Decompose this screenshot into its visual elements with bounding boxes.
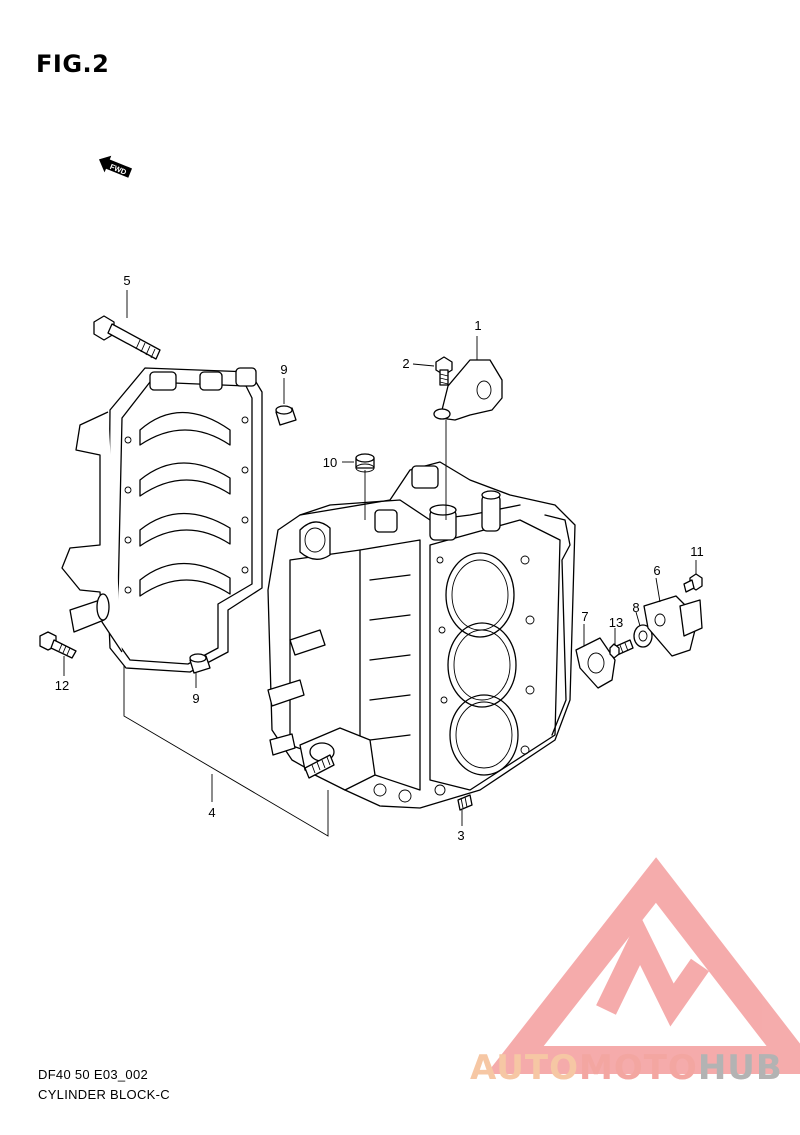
bolt-part-12 — [39, 631, 77, 659]
seal-part-8 — [633, 624, 653, 648]
callout-5: 5 — [123, 273, 130, 288]
watermark-hub: HUB — [697, 1048, 783, 1088]
callout-2: 2 — [402, 356, 409, 371]
bolt-part-13 — [609, 639, 634, 659]
gasket-part-7 — [575, 637, 616, 689]
bolt-part-5 — [93, 315, 161, 360]
callout-8: 8 — [632, 600, 639, 615]
bolt-part-2 — [435, 356, 453, 386]
crankcase-left-half — [61, 367, 263, 673]
callout-3: 3 — [457, 828, 464, 843]
cover-part-6 — [643, 595, 703, 657]
callout-4: 4 — [208, 805, 215, 820]
dowel-pin-part-9-upper — [275, 405, 297, 426]
callout-6: 6 — [653, 563, 660, 578]
fwd-arrow-icon: FWD — [99, 155, 133, 178]
callout-labels: 1 2 3 4 5 6 7 8 9 9 10 11 12 13 — [55, 273, 704, 843]
callout-12: 12 — [55, 678, 69, 693]
callout-1: 1 — [474, 318, 481, 333]
figure-title: FIG.2 — [36, 50, 110, 78]
callout-13: 13 — [609, 615, 623, 630]
callout-7: 7 — [581, 609, 588, 624]
callout-10: 10 — [323, 455, 337, 470]
callout-11: 11 — [690, 544, 704, 559]
bolt-part-11 — [683, 573, 703, 593]
diagram-code: DF40 50 E03_002 — [38, 1067, 149, 1082]
leader-lines — [63, 290, 697, 837]
dowel-pin-part-9-lower — [189, 653, 211, 674]
plug-part-10 — [355, 453, 375, 473]
stud-part-3 — [457, 794, 473, 811]
callout-9-upper: 9 — [280, 362, 287, 377]
cylinder-block — [267, 461, 576, 809]
callout-9-lower: 9 — [192, 691, 199, 706]
watermark-text: AUTOMOTOHUB — [470, 1048, 783, 1088]
bracket-part-1 — [433, 359, 503, 421]
watermark-logo — [486, 857, 800, 1074]
diagram-name: CYLINDER BLOCK-C — [38, 1087, 170, 1102]
watermark-moto: MOTO — [578, 1048, 698, 1088]
watermark-auto: AUTO — [470, 1048, 579, 1088]
